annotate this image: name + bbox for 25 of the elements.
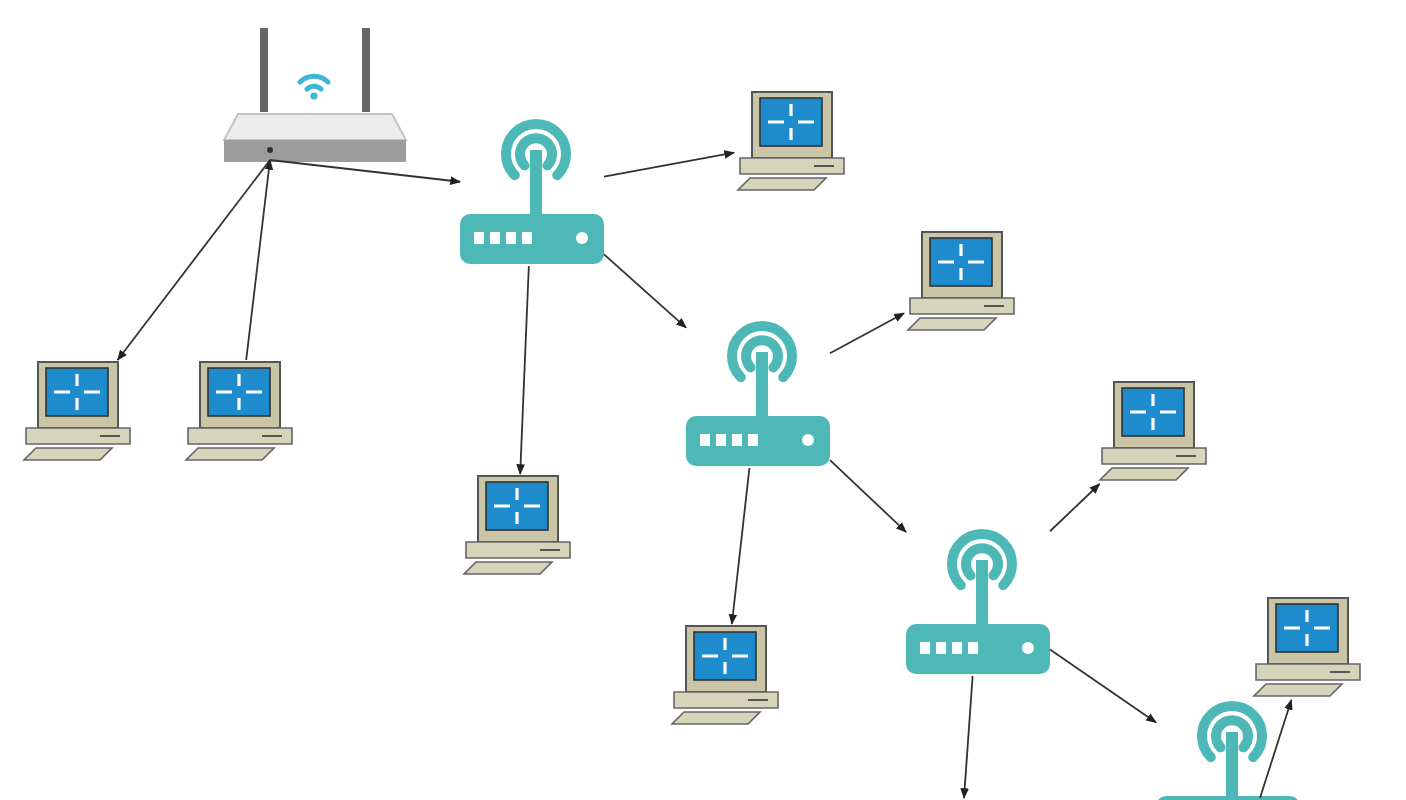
arrow — [516, 265, 530, 476]
arrow — [829, 459, 907, 533]
arrow — [960, 675, 974, 800]
arrow — [1049, 648, 1157, 724]
computer-icon — [734, 90, 850, 194]
wireless-access-point-icon — [906, 524, 1050, 676]
computer-icon — [668, 624, 784, 728]
arrow — [1049, 483, 1101, 533]
computer-icon — [1250, 596, 1366, 700]
computer-icon — [182, 360, 298, 464]
arrow — [245, 158, 274, 361]
computer-icon — [460, 474, 576, 578]
arrow — [1259, 698, 1293, 799]
arrow — [269, 159, 462, 185]
arrow — [603, 150, 736, 178]
computer-icon — [20, 360, 136, 464]
wireless-access-point-icon — [686, 316, 830, 468]
arrow — [603, 253, 687, 329]
computer-icon — [904, 230, 1020, 334]
arrow — [829, 312, 905, 355]
arrow — [728, 467, 751, 626]
wireless-router-icon — [220, 28, 410, 168]
wireless-access-point-icon — [460, 114, 604, 266]
computer-icon — [1096, 380, 1212, 484]
arrow — [116, 159, 271, 361]
